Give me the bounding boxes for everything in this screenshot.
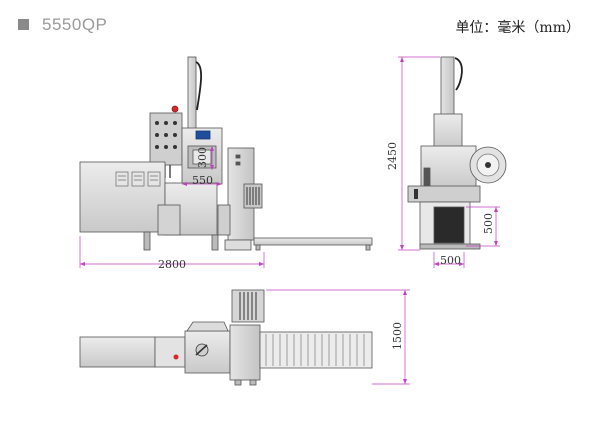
- dim-top-depth: 1500: [391, 322, 404, 350]
- red-light-icon: [171, 105, 179, 113]
- top-main-housing: [79, 336, 156, 368]
- front-dimensions: [79, 146, 265, 268]
- model-square-icon: [18, 19, 29, 30]
- top-red-light-icon: [173, 354, 179, 360]
- side-upper-box: [433, 113, 463, 149]
- front-base: [224, 239, 252, 251]
- front-leg-2: [211, 234, 219, 251]
- top-rollers: [265, 334, 365, 366]
- side-table: [407, 185, 481, 203]
- header: 5550QP 单位：毫米（mm）: [14, 14, 586, 36]
- dim-front-panel-width: 550: [192, 174, 213, 187]
- dim-front-panel-height: 300: [196, 147, 209, 168]
- top-roller-conveyor: [259, 331, 373, 369]
- front-mast: [187, 56, 197, 138]
- side-frame-inner: [433, 206, 465, 244]
- side-view: [407, 56, 507, 250]
- front-control-box: [149, 112, 183, 166]
- front-view: [79, 56, 373, 251]
- top-right-column: [229, 324, 261, 381]
- model-name: 5550QP: [42, 15, 108, 34]
- units-label: 单位：毫米（mm）: [455, 20, 580, 36]
- side-roll-hub: [485, 162, 491, 168]
- front-lower-block: [157, 204, 181, 236]
- side-mast: [440, 56, 455, 120]
- side-hose: [454, 57, 463, 91]
- front-window-inner: [192, 149, 212, 165]
- side-handle: [423, 167, 431, 187]
- front-coil: [246, 187, 260, 205]
- top-middle-body: [154, 336, 186, 368]
- blue-panel: [195, 130, 211, 140]
- top-hopper: [186, 321, 229, 332]
- front-vents: [115, 171, 161, 187]
- dim-front-width: 2800: [158, 258, 186, 271]
- side-dimensions: [398, 56, 500, 268]
- top-coil: [239, 292, 257, 320]
- top-view: [79, 289, 373, 386]
- front-small-block: [217, 204, 231, 236]
- front-leg-1: [143, 231, 151, 251]
- control-buttons: [155, 121, 177, 149]
- top-dimensions: [266, 289, 410, 385]
- dim-side-base-height: 500: [482, 213, 495, 234]
- dim-side-height: 2450: [386, 142, 399, 170]
- dim-side-base-width: 500: [440, 254, 461, 267]
- front-hose: [195, 61, 202, 111]
- front-conveyor: [253, 237, 373, 246]
- side-base: [419, 243, 481, 250]
